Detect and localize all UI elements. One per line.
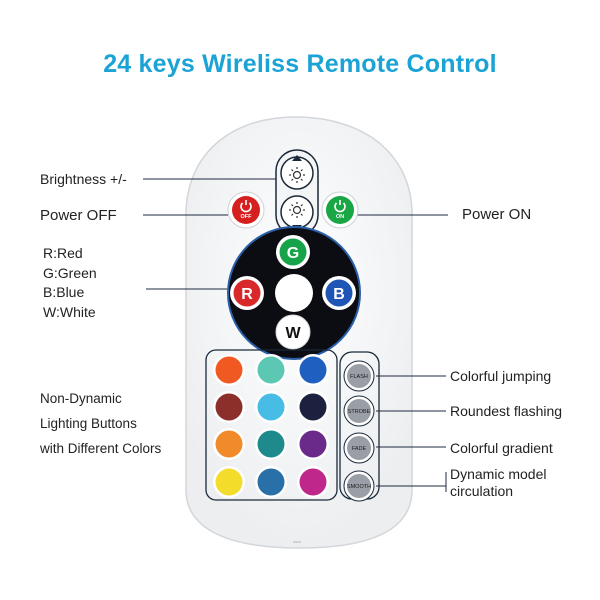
color-key-button[interactable] (213, 391, 245, 423)
smooth-button[interactable]: SMOOTH (343, 470, 375, 502)
label-rgbw-r: R:Red (43, 245, 83, 261)
blue-button[interactable]: B (322, 276, 356, 310)
rgbw-ring (227, 226, 361, 360)
label-rgbw: R:Red G:Green B:Blue W:White (43, 244, 97, 322)
color-key-button[interactable] (255, 466, 287, 498)
mode-keys: FLASH STROBE FADE SMOOTH (343, 360, 375, 502)
label-rgbw-b: B:Blue (43, 284, 85, 300)
flash-button[interactable]: FLASH (343, 360, 375, 392)
smooth-button-label: SMOOTH (347, 484, 371, 490)
sun-down-icon (289, 202, 305, 218)
label-non-dynamic-1: Non-Dynamic (40, 391, 122, 406)
color-key-button[interactable] (297, 354, 329, 386)
label-non-dynamic-2: Lighting Buttons (40, 416, 137, 431)
color-key-button[interactable] (213, 466, 245, 498)
color-keys-grid (213, 354, 329, 498)
green-button-label: G (287, 245, 299, 262)
leader-lines (143, 178, 448, 492)
brightness-down-button[interactable] (280, 195, 314, 231)
power-icon (240, 200, 252, 213)
color-key-button[interactable] (213, 354, 245, 386)
label-non-dynamic-3: with Different Colors (40, 441, 162, 456)
white-button-label: W (285, 325, 301, 342)
label-power-on: Power ON (462, 206, 532, 223)
label-dynamic-model: Dynamic model circulation (450, 466, 547, 499)
color-key-button[interactable] (255, 428, 287, 460)
remote-notch (293, 541, 301, 543)
fade-button[interactable]: FADE (343, 432, 375, 464)
blue-button-label: B (333, 286, 345, 303)
white-button[interactable]: W (275, 314, 311, 350)
color-keys-panel (205, 349, 338, 501)
red-button-label: R (241, 286, 253, 303)
flash-button-label: FLASH (350, 374, 368, 380)
green-button[interactable]: G (276, 235, 310, 269)
label-colorful-jumping: Colorful jumping (450, 368, 552, 384)
color-key-button[interactable] (255, 391, 287, 423)
power-off-button[interactable]: OFF (227, 191, 265, 229)
label-colorful-gradient: Colorful gradient (450, 440, 553, 456)
red-button[interactable]: R (230, 276, 264, 310)
color-key-button[interactable] (297, 391, 329, 423)
color-key-button[interactable] (297, 466, 329, 498)
power-on-button[interactable]: ON (321, 191, 359, 229)
strobe-button[interactable]: STROBE (343, 395, 375, 427)
power-icon (334, 200, 346, 213)
label-power-off: Power OFF (40, 207, 117, 224)
color-key-button[interactable] (255, 354, 287, 386)
strobe-button-label: STROBE (348, 409, 371, 415)
label-brightness: Brightness +/- (40, 171, 127, 187)
power-on-label: ON (336, 214, 344, 220)
color-key-button[interactable] (213, 428, 245, 460)
sun-up-icon (289, 167, 305, 183)
label-roundest-flashing: Roundest flashing (450, 403, 563, 419)
brightness-up-button[interactable] (280, 155, 314, 190)
fade-button-label: FADE (352, 446, 367, 452)
power-off-label: OFF (241, 214, 253, 220)
page-title: 24 keys Wireliss Remote Control (103, 50, 497, 78)
label-rgbw-w: W:White (43, 303, 96, 320)
color-key-button[interactable] (297, 428, 329, 460)
label-rgbw-g: G:Green (43, 264, 97, 281)
label-non-dynamic: Non-Dynamic Lighting Buttons with Differ… (40, 386, 161, 461)
